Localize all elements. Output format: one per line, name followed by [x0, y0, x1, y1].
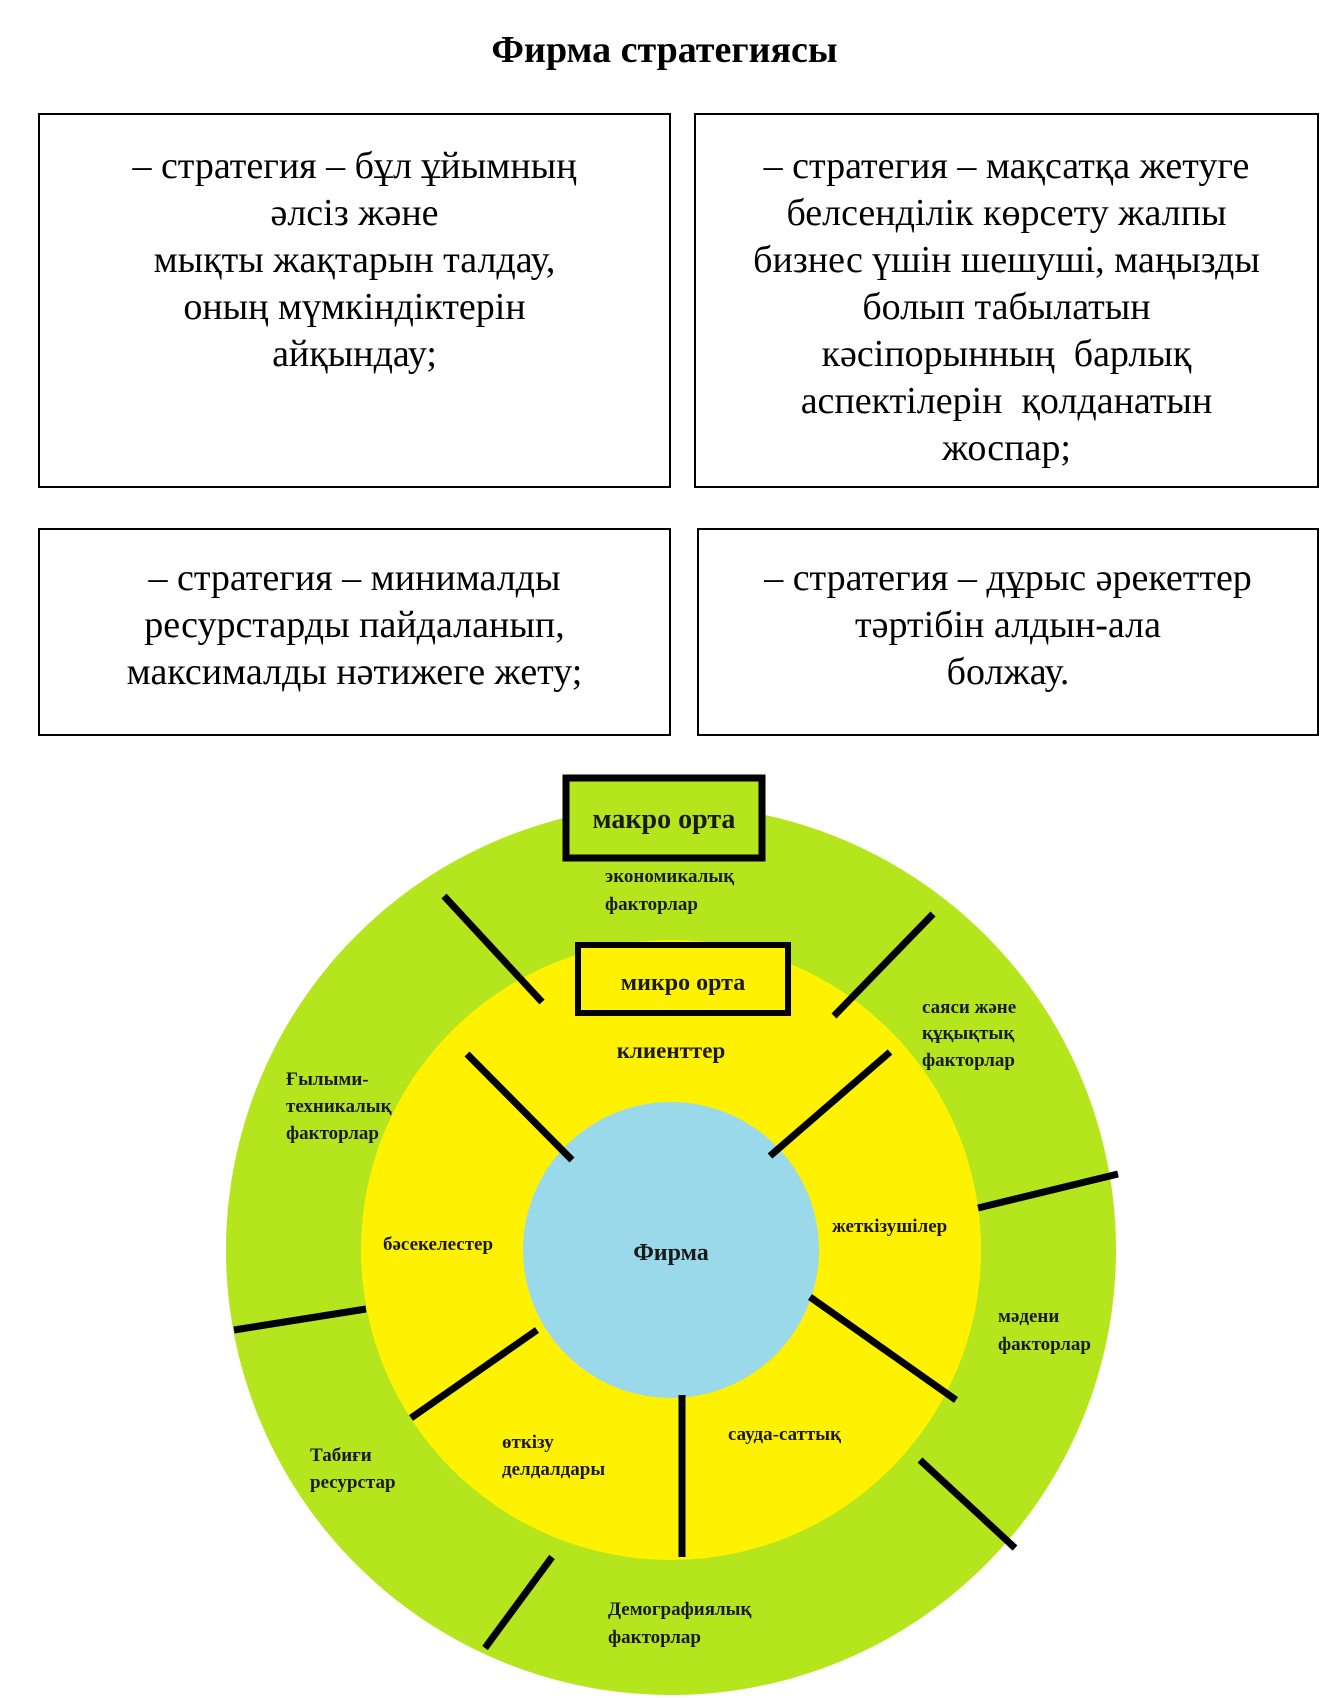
text-line: жоспар;: [942, 427, 1071, 469]
text-line: кәсіпорынның барлық: [821, 333, 1192, 375]
macro-label: макро орта: [593, 804, 736, 835]
text-line: максималды нәтижеге жету;: [126, 651, 583, 693]
label-line: Табиғи: [310, 1445, 372, 1466]
label-line: факторлар: [608, 1627, 701, 1648]
label-line: Демографиялық: [608, 1599, 751, 1620]
label-line: өткізу: [502, 1432, 554, 1453]
text-line: тәртібін алдын-ала: [855, 604, 1161, 646]
text-line: – стратегия – мақсатқа жетуге: [763, 145, 1250, 187]
label-line: ресурстар: [310, 1472, 396, 1493]
label-line: факторлар: [998, 1334, 1091, 1355]
label-line: құқықтық: [922, 1023, 1014, 1044]
text-line: болжау.: [946, 651, 1070, 693]
text-line: бизнес үшін шешуші, маңызды: [753, 239, 1260, 281]
text-line: ресурстарды пайдаланып,: [144, 604, 565, 646]
divider-line: [464, 1051, 575, 1163]
page-title: Фирма стратегиясы: [491, 29, 838, 71]
text-line: – стратегия – бұл ұйымның: [132, 145, 577, 187]
label-line: мәдени: [998, 1306, 1059, 1327]
divider-line: [917, 1457, 1018, 1551]
divider-line: [977, 1170, 1119, 1212]
divider-line: [807, 1294, 959, 1403]
definition-box-1: – стратегия – бұл ұйымның әлсіз және мық…: [38, 113, 671, 488]
text-line: айқындау;: [272, 333, 437, 375]
suppliers-label: жеткізушілер: [832, 1216, 947, 1237]
cultural-factors-label: мәдени факторлар: [998, 1306, 1091, 1355]
text-line: әлсіз және: [270, 192, 439, 234]
label-line: факторлар: [605, 894, 698, 915]
micro-dividers: [408, 1049, 959, 1557]
macro-label-box: [562, 774, 766, 862]
label-line: экономикалық: [605, 866, 734, 887]
political-factors-label: саяси және құқықтық факторлар: [922, 997, 1021, 1071]
text-line: болып табылатын: [862, 286, 1151, 328]
definition-box-3: – стратегия – минималды ресурстарды пайд…: [38, 528, 671, 736]
sales-label: сауда-саттық: [728, 1424, 841, 1445]
firm-label: Фирма: [633, 1240, 709, 1266]
text-line: мықты жақтарын талдау,: [153, 239, 556, 281]
clients-label: клиенттер: [617, 1038, 725, 1063]
label-line: факторлар: [922, 1050, 1015, 1071]
scientific-technical-factors-label: Ғылыми- техникалық факторлар: [286, 1069, 396, 1144]
demographic-factors-label: Демографиялық факторлар: [608, 1599, 756, 1648]
micro-label: микро орта: [621, 970, 745, 996]
competitors-label: бәсекелестер: [383, 1234, 493, 1255]
text-line: оның мүмкіндіктерін: [183, 286, 526, 328]
economic-factors-label: экономикалық факторлар: [605, 866, 739, 915]
micro-label-box: [575, 942, 791, 1016]
macro-dividers: [233, 893, 1119, 1651]
natural-resources-label: Табиғи ресурстар: [310, 1445, 396, 1493]
definition-box-4: – стратегия – дұрыс әрекеттер тәртібін а…: [697, 528, 1319, 736]
divider-line: [233, 1305, 367, 1334]
intermediaries-label: өткізу делдалдары: [502, 1432, 605, 1480]
text-line: – стратегия – минималды: [148, 557, 561, 599]
label-line: саяси және: [922, 997, 1016, 1018]
micro-factor-labels: клиенттер жеткізушілер сауда-саттық өткі…: [383, 1038, 947, 1480]
macro-factor-labels: экономикалық факторлар саяси және құқықт…: [286, 866, 1091, 1648]
text-line: белсенділік көрсету жалпы: [786, 192, 1227, 234]
label-line: техникалық: [286, 1096, 392, 1117]
text-line: – стратегия – дұрыс әрекеттер: [764, 557, 1252, 599]
label-line: делдалдары: [502, 1459, 605, 1480]
definition-box-2: – стратегия – мақсатқа жетуге белсенділі…: [694, 113, 1319, 488]
firm-circle: [523, 1102, 819, 1398]
divider-line: [408, 1327, 540, 1421]
label-line: факторлар: [286, 1123, 379, 1144]
divider-line: [767, 1049, 893, 1159]
divider-line: [441, 893, 545, 1005]
divider-line: [482, 1554, 555, 1651]
label-line: Ғылыми-: [286, 1069, 369, 1090]
divider-line: [831, 911, 936, 1019]
text-line: аспектілерін қолданатын: [800, 380, 1213, 422]
